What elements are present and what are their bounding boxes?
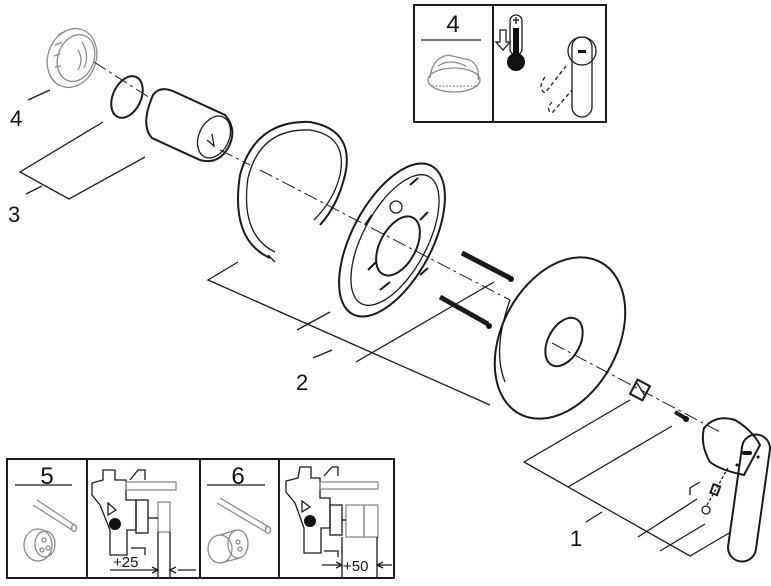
part-temperature-limiter-cap [46,27,98,89]
part-screw-small [673,410,689,422]
callout-bracket-2 [206,261,495,406]
callout-label-1: 1 [570,526,582,551]
part-screw-lower [438,294,492,329]
callout-label-3: 3 [8,202,20,227]
inset-panel-5: 5 [15,463,78,562]
valve-body-icon: +25 [91,469,196,578]
thermometer-down-icon [494,14,525,71]
part-o-ring [110,75,144,119]
lever-rotation-icon [540,36,597,118]
temperature-limiter-icon [427,54,481,93]
part-set-screw [701,467,729,515]
dimension-label-6: +50 [343,558,368,575]
part-screw-upper [460,250,514,282]
inset-frame [413,4,607,123]
callout-label-4: 4 [10,106,22,131]
inset-number: 6 [231,463,244,490]
part-adapter [628,378,652,402]
callout-label-2: 2 [296,370,308,395]
part-extension-sleeve [145,88,234,163]
inset-temperature-limiter: 4 [413,4,607,123]
part-wall-escutcheon [493,256,627,420]
callout-bracket-1 [522,399,732,557]
axis-line [551,342,721,433]
rod-icon [216,497,272,535]
cartridge-icon [207,529,249,564]
inset-number: 4 [446,11,459,38]
callout-bracket-3 [18,121,146,200]
rod-icon [32,499,78,533]
inset-extension-sets: 5 +25 [6,458,395,579]
cartridge-icon [23,528,56,562]
part-lever-handle [701,417,771,563]
callout-leader-4 [27,89,51,101]
dimension-label-5: +25 [113,554,138,571]
inset-number: 5 [40,463,53,490]
valve-body-icon: +50 [285,466,392,578]
part-retaining-ring [237,120,348,263]
inset-panel-6: 6 [207,463,272,564]
axis-line [259,169,511,301]
